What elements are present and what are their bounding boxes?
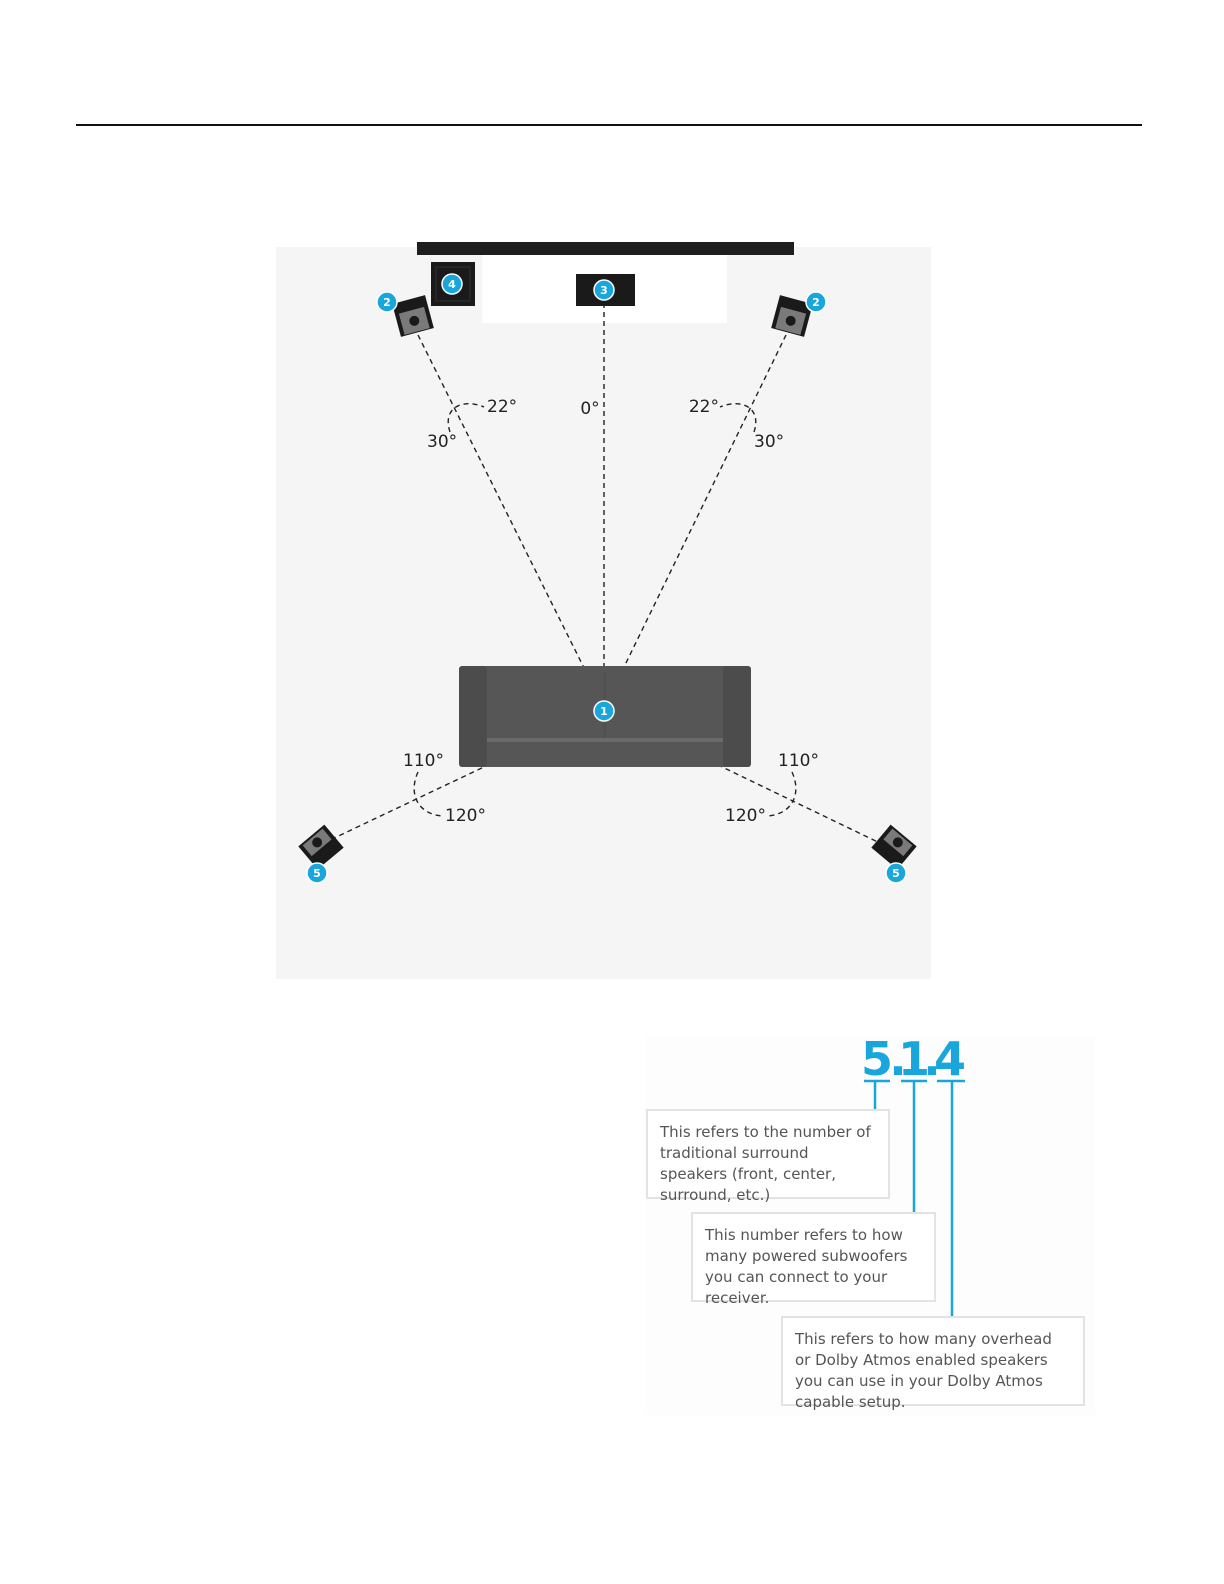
badge-center: 3: [593, 279, 615, 301]
svg-text:3: 3: [600, 284, 608, 297]
angle-label-front-right-outer: 30°: [754, 432, 784, 452]
badge-surround-right: 5: [885, 862, 907, 884]
front-left-speaker: [392, 295, 434, 337]
badge-front-right: 2: [805, 291, 827, 313]
sight-line-front-right: [603, 334, 787, 709]
note-surround-speakers: This refers to the number of traditional…: [646, 1109, 890, 1204]
badge-front-left: 2: [376, 291, 398, 313]
top-divider-rule: [76, 124, 1142, 126]
sight-line-surround-left: [329, 709, 605, 841]
sight-line-front-left: [417, 334, 605, 709]
front-right-speaker: [771, 295, 813, 337]
svg-text:4: 4: [448, 278, 456, 291]
angle-label-center: 0°: [580, 399, 599, 419]
speaker-layout-diagram: 1 2 2 3 4 5 5 0° 22° 30° 22° 30° 110° 12…: [298, 242, 917, 884]
legend-connector-lines: [864, 1079, 965, 1317]
tv-screen: [417, 242, 794, 255]
legend-dot-1: .: [889, 1035, 906, 1086]
angle-label-surround-right-inner: 110°: [778, 751, 819, 771]
svg-text:5: 5: [313, 867, 321, 880]
note-atmos-speakers: This refers to how many overhead or Dolb…: [781, 1316, 1085, 1411]
angle-label-front-left-inner: 22°: [487, 397, 517, 417]
channel-legend: 5 . 1 . 4 This refers to the number of t…: [645, 1035, 1095, 1415]
legend-dot-2: .: [923, 1035, 940, 1086]
sight-lines: [329, 303, 885, 846]
angle-arc-surround-right: [767, 771, 797, 817]
badge-listening-position: 1: [593, 700, 615, 722]
legend-digit-subwoofer: 1: [898, 1035, 930, 1086]
surround-right-speaker: [871, 824, 917, 870]
angle-label-front-left-outer: 30°: [427, 432, 457, 452]
surround-left-speaker: [298, 824, 344, 870]
angle-arc-surround-left: [413, 771, 443, 817]
angle-arc-front-left: [447, 403, 485, 433]
note-subwoofers: This number refers to how many powered s…: [691, 1212, 936, 1307]
svg-text:2: 2: [812, 296, 820, 309]
badge-subwoofer: 4: [441, 273, 463, 295]
angle-label-surround-left-inner: 110°: [403, 751, 444, 771]
badge-surround-left: 5: [306, 862, 328, 884]
angle-arc-front-right: [719, 403, 757, 433]
legend-digit-atmos: 4: [934, 1035, 966, 1086]
sight-line-surround-right: [603, 709, 885, 846]
angle-label-surround-left-outer: 120°: [445, 806, 486, 826]
angle-label-surround-right-outer: 120°: [725, 806, 766, 826]
svg-text:1: 1: [600, 705, 608, 718]
channel-legend-graphic: 5 . 1 . 4: [861, 1035, 966, 1317]
svg-text:5: 5: [892, 867, 900, 880]
angle-label-front-right-inner: 22°: [689, 397, 719, 417]
svg-text:2: 2: [383, 296, 391, 309]
legend-digit-surround: 5: [861, 1035, 893, 1086]
